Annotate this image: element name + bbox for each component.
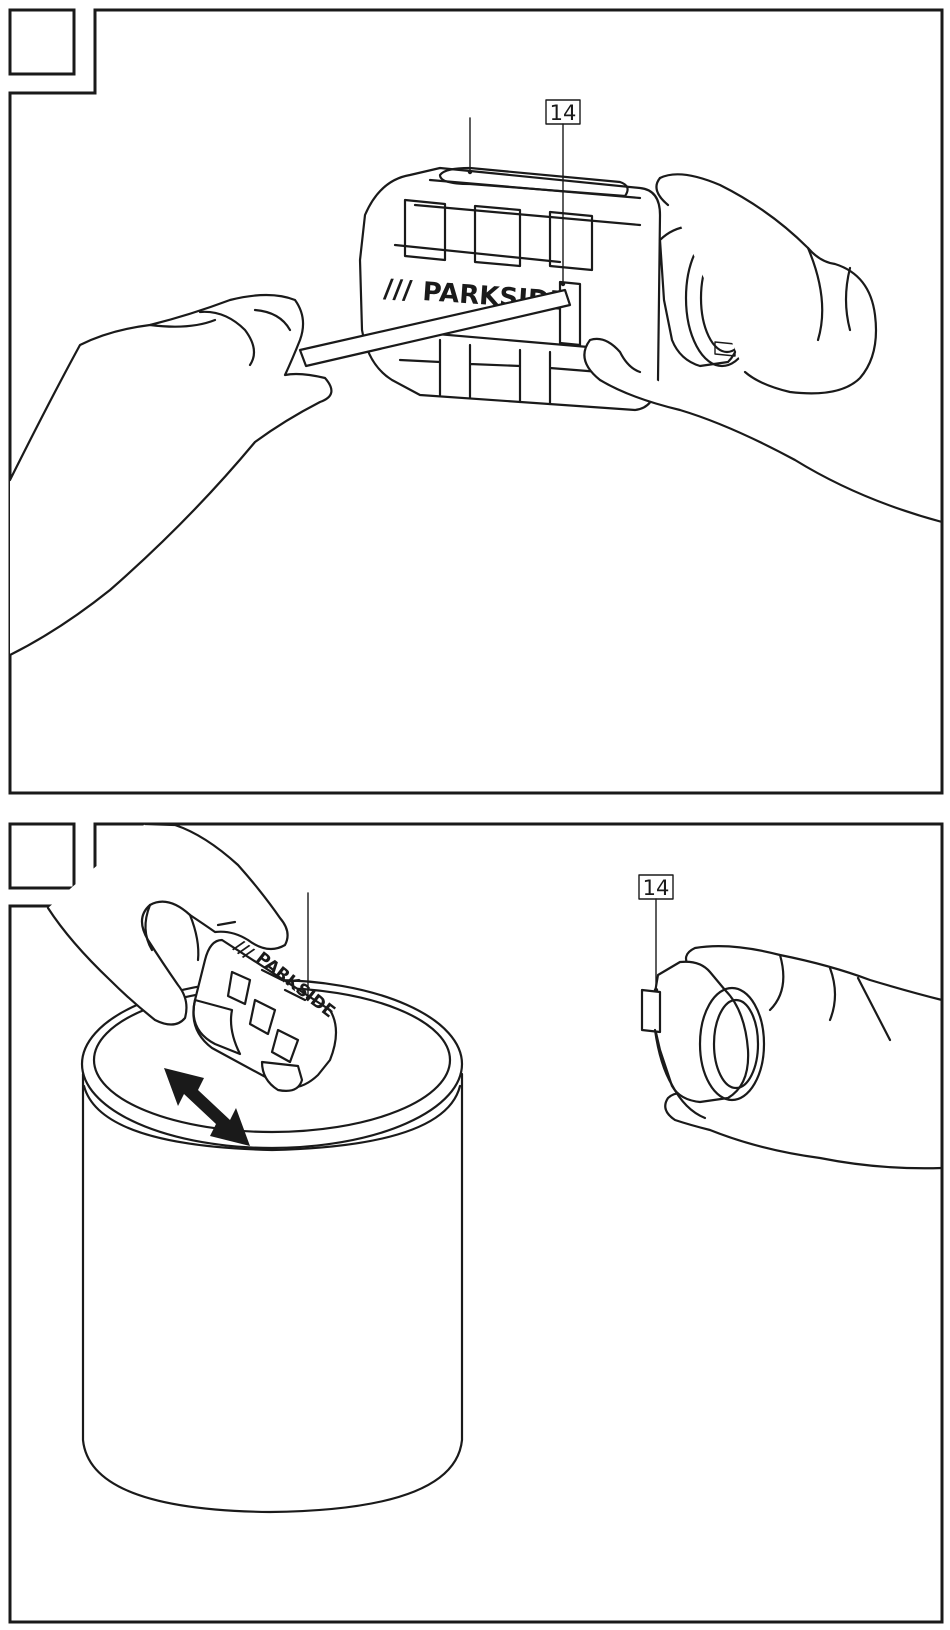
callout-dot-bottom-left: [306, 996, 310, 1000]
removed-part-latch: [642, 990, 660, 1032]
callout-dot-top-14: [561, 282, 565, 286]
callout-label-top-14: 14: [550, 101, 577, 125]
callout-dot-top-left: [468, 170, 472, 174]
left-hand-top: [10, 295, 331, 655]
device-top-brand-slashes: ///: [383, 274, 414, 306]
panel-bottom: PARKSIDE /// 14: [10, 824, 942, 1622]
right-hand-bottom-group: [642, 946, 942, 1168]
callout-label-bottom-14: 14: [643, 876, 670, 900]
panel-bottom-number-box: [10, 824, 74, 888]
panel-top-number-box: [10, 10, 74, 74]
callout-dot-bottom-14: [654, 988, 658, 992]
panel-top: /// PARKSIDE 14: [10, 10, 942, 793]
